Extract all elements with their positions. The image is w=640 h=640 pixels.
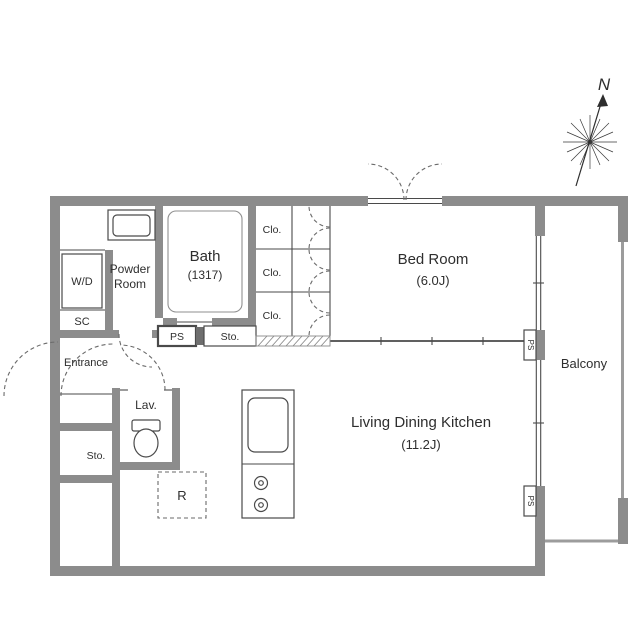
compass-rose [563,115,617,169]
ldk-size-label: (11.2J) [401,437,441,452]
stove-burner-icon [258,480,264,486]
entrance-door-swing-inner [60,343,114,397]
hatch-lines [257,335,331,347]
duct-block [196,327,204,345]
entrance-door-swing-outer [3,341,59,397]
partition-lines [60,197,544,486]
compass-needle [575,99,603,187]
walls [50,196,628,576]
wall-segment [60,330,105,338]
top-window-casement-swing [367,163,405,201]
wall-segment [618,196,628,242]
room-labels: Bath (1317) Powder Room W/D SC Entrance … [64,224,608,506]
wall-segment [50,196,368,206]
wall-segment [535,486,545,576]
powder-room-label: Room [114,277,146,291]
ldk-label: Living Dining Kitchen [351,414,491,431]
lav-door-swing [119,344,166,391]
wall-segment [535,196,545,236]
ps-right-top-label: PS [526,340,535,351]
wall-segment [248,206,256,346]
wall-segment [112,388,120,566]
wall-segment [535,330,545,360]
balcony-railing [545,242,624,543]
entrance-label: Entrance [64,357,108,369]
bath-unit-outline [167,210,243,313]
compass-north-label: N [598,75,611,94]
washbasin-bowl [112,214,151,237]
wall-segment [105,330,119,338]
bath-size-label: (1317) [188,268,223,282]
wall-segment [618,498,628,544]
bedroom-label: Bed Room [398,251,469,268]
refrigerator-label: R [177,488,186,503]
fixtures [61,209,537,519]
washer-dryer-box [61,253,103,309]
storage-left-label: Sto. [87,450,106,462]
storage-center-label: Sto. [221,331,240,343]
bedroom-size-label: (6.0J) [416,273,449,288]
hatch-strip [255,335,331,347]
refrigerator-space-outline [157,471,207,519]
pipe-space-box-right-top [523,329,537,361]
wall-segment [105,250,113,338]
balcony-label: Balcony [561,356,608,371]
wall-segment [163,318,177,326]
wall-segment [50,566,545,576]
wall-segment [120,462,172,470]
closet-label: Clo. [263,224,282,236]
compass: N [563,75,617,187]
wall-segment [172,388,180,470]
closet-door-swing [308,291,331,314]
wall-segment [60,475,112,483]
closet-label: Clo. [263,310,282,322]
lav-label: Lav. [135,398,157,412]
powder-room-label: Powder [110,262,151,276]
wall-segment [60,423,112,431]
kitchen-sink [247,397,289,453]
wall-segment [50,196,60,576]
closet-door-swing [308,205,331,228]
closet-door-swing [308,227,331,250]
closet-door-swing [308,270,331,293]
wall-segment [155,206,163,318]
wd-label: W/D [71,276,92,288]
ps-center-label: PS [170,331,184,343]
stove-burner-icon [258,502,264,508]
pipe-space-box-right-bottom [523,485,537,517]
closet-door-swing [308,314,331,337]
closet-door-swing [308,248,331,271]
wall-segment [212,318,248,326]
bath-label: Bath [190,248,221,265]
sc-label: SC [74,316,89,328]
top-window-casement-swing [405,163,443,201]
powder-room-door-swing [118,333,153,368]
compass-arrowhead-icon [597,94,608,107]
door-swings [3,163,443,519]
toilet-bowl [133,428,159,458]
closet-label: Clo. [263,267,282,279]
ps-right-bottom-label: PS [526,496,535,507]
